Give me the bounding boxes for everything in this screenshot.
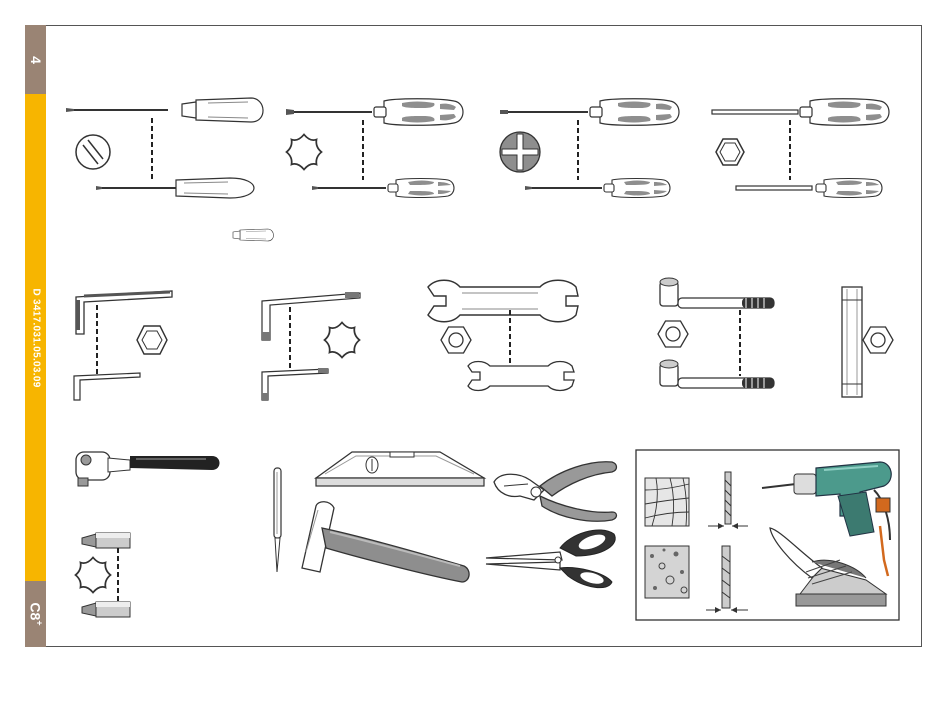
slotted-screwdriver bbox=[66, 98, 274, 241]
side-cutter-pliers bbox=[494, 462, 617, 521]
torx-allen-key bbox=[262, 292, 360, 400]
scriber bbox=[274, 468, 281, 572]
hex-screwdriver bbox=[712, 99, 889, 198]
spirit-level bbox=[316, 452, 484, 486]
scissors bbox=[486, 530, 615, 588]
ratchet-handle bbox=[76, 452, 220, 486]
torx-bit bbox=[76, 533, 131, 617]
open-end-spanner bbox=[428, 280, 578, 390]
hammer bbox=[302, 502, 469, 582]
phillips-screwdriver bbox=[500, 99, 679, 198]
torx-screwdriver bbox=[286, 99, 463, 198]
tube-box-spanner bbox=[842, 287, 893, 397]
hex-allen-key bbox=[74, 291, 172, 400]
socket-t-wrench bbox=[658, 278, 774, 388]
